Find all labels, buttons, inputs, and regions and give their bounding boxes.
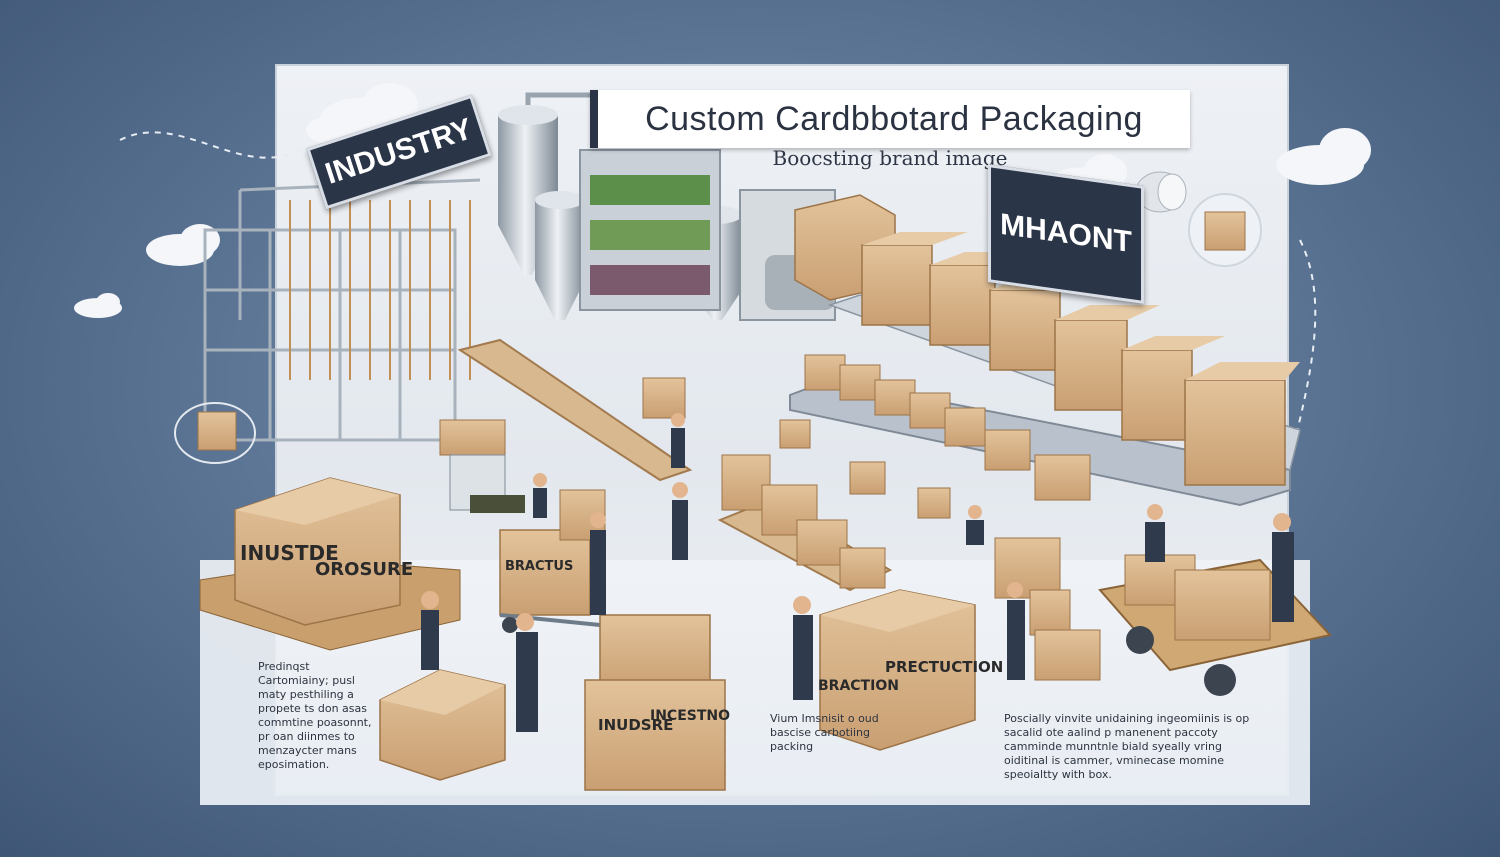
worker-icon — [533, 473, 547, 518]
worker-icon — [516, 613, 538, 732]
box-stack — [994, 537, 1101, 681]
worker-icon — [590, 512, 606, 615]
sign-mhaont: MHAONT — [988, 164, 1144, 304]
box-icon — [796, 519, 848, 566]
scaffolding — [203, 178, 481, 442]
box-stamp-orosure: OROSURE — [315, 559, 413, 580]
box-icon — [849, 461, 886, 495]
conveyor-icon — [457, 338, 693, 482]
hand-truck-icon — [439, 419, 525, 513]
worker-icon — [966, 505, 984, 545]
box-icon — [1188, 193, 1262, 267]
box-production: BRACTION PRECTUCTION — [818, 589, 1003, 751]
box-icon — [379, 669, 506, 781]
box-icon — [909, 392, 951, 429]
box-icon — [1184, 362, 1300, 486]
caption-middle: Vium Imsnisit o oud bascise carbotiing p… — [770, 712, 879, 753]
flow-line — [1289, 239, 1317, 461]
box-on-dolly: BRACTUS — [499, 489, 606, 633]
box-icon — [839, 364, 881, 401]
tape-roll-icon — [1135, 171, 1187, 213]
plant-rack — [579, 149, 721, 311]
box-stamp-inudsre: INUDSRE — [598, 716, 673, 734]
worker-icon — [793, 596, 813, 700]
flow-line — [119, 131, 301, 159]
cart-with-boxes — [1098, 554, 1332, 696]
crate-inustde: INUSTDE OROSURE — [199, 477, 461, 651]
box-icon — [944, 407, 986, 447]
cloud-icon — [74, 293, 122, 318]
silo-icon — [535, 191, 585, 320]
caption-left: Predinqst Cartomiainy; pusl maty pesthil… — [258, 660, 372, 771]
worker-icon — [1007, 582, 1025, 680]
box-icon — [917, 487, 951, 519]
page-subtitle: Boocsting brand image — [772, 146, 1008, 170]
box-icon — [984, 429, 1031, 471]
worker-icon — [671, 413, 685, 468]
worker-icon — [672, 482, 688, 560]
box-icon — [804, 354, 846, 391]
box-stack: INUDSRE INCESTNO — [584, 614, 730, 791]
worker-icon — [1145, 504, 1165, 562]
box-icon — [1034, 454, 1091, 501]
box-stamp-inustde: INUSTDE — [240, 541, 339, 565]
box-icon — [779, 419, 811, 449]
title-banner: Custom Cardbbotard Packaging — [590, 90, 1190, 148]
box-icon — [174, 402, 256, 464]
box-icon — [1054, 305, 1160, 411]
box-stamp-braction: BRACTION — [818, 678, 899, 694]
box-stamp-incestno: INCESTNO — [650, 708, 730, 724]
caption-right: Poscially vinvite unidaining ingeomiinis… — [1004, 712, 1250, 781]
box-icon — [839, 547, 886, 589]
worker-icon — [1272, 513, 1294, 622]
box-stamp-prectuction: PRECTUCTION — [885, 658, 1003, 676]
box-icon — [874, 379, 916, 416]
page-title: Custom Cardbbotard Packaging — [645, 99, 1143, 138]
box-icon — [861, 232, 968, 326]
cloud-icon — [1276, 128, 1371, 185]
worker-icon — [421, 591, 439, 670]
box-icon — [642, 377, 686, 419]
cloud-icon — [146, 224, 220, 266]
box-stamp-bractus: BRACTUS — [505, 559, 573, 574]
